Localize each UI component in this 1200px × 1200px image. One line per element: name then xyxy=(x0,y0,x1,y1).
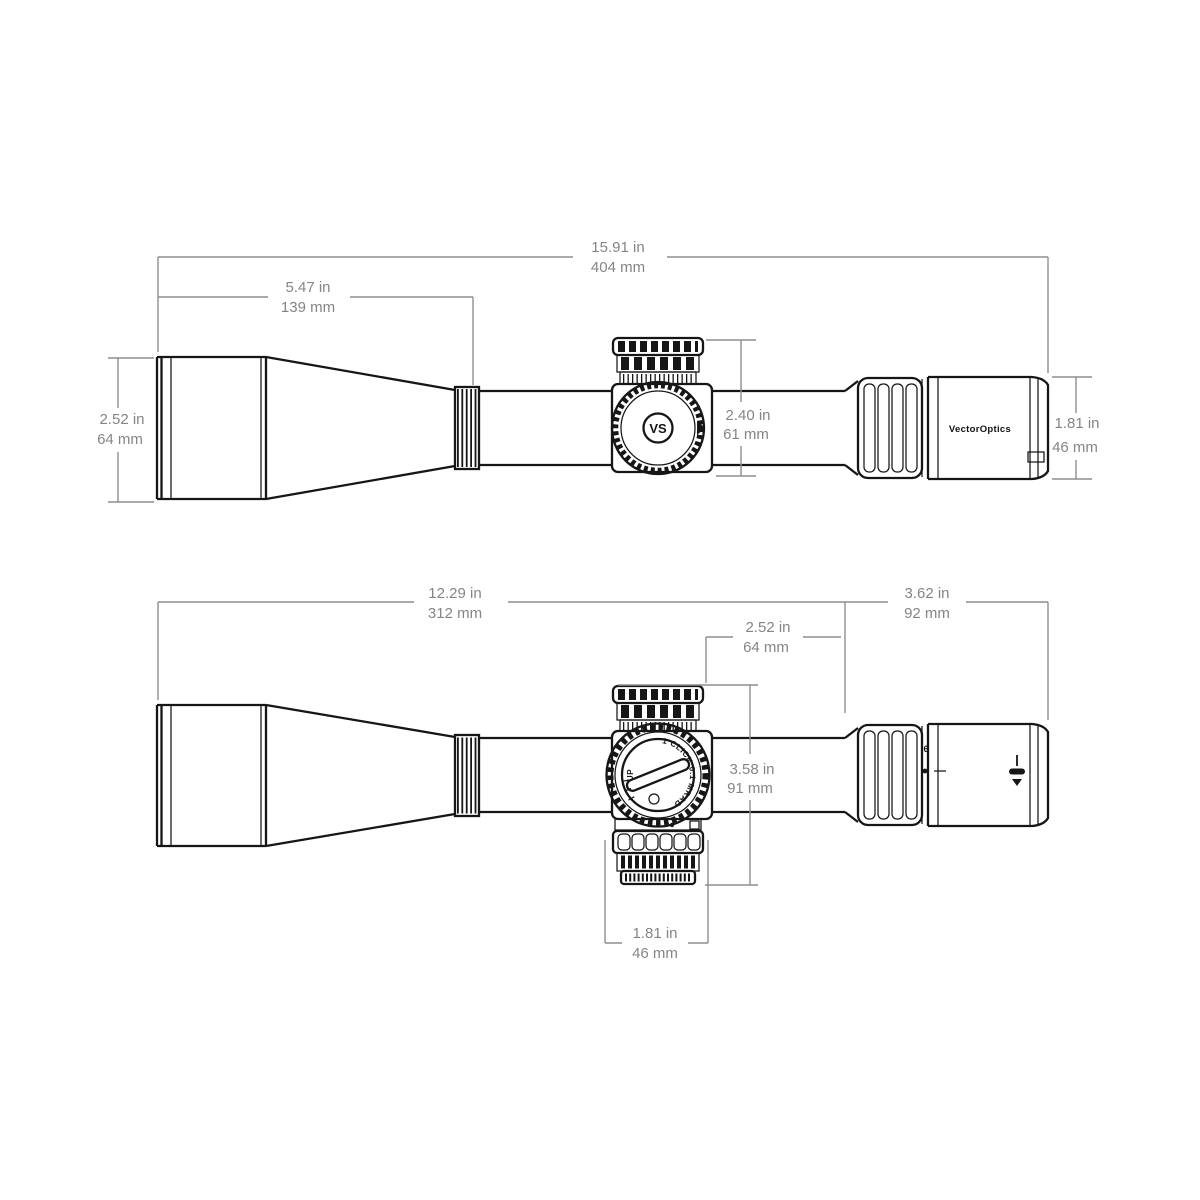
knurled-joint-ring xyxy=(453,385,481,471)
dim-rear-length-in: 3.62 in xyxy=(904,585,949,602)
windage-knob-face: VS xyxy=(610,380,706,476)
objective-bell xyxy=(155,355,456,501)
vs-logo-icon: VS xyxy=(642,412,674,444)
dial-slot xyxy=(625,758,691,792)
main-tube-rear-top xyxy=(712,736,845,814)
diopter-indicator-icon xyxy=(1009,755,1025,786)
side-view: VS VectorOptics 15.91 xyxy=(97,239,1100,503)
dim-front-length-top-mm: 312 mm xyxy=(428,605,482,622)
dim-front-length xyxy=(158,296,474,385)
eyepiece: VectorOptics xyxy=(928,375,1050,481)
elevation-turret-dial: 1 CLICK 0.1 MRAD UP xyxy=(605,722,711,828)
dim-turret-height xyxy=(706,339,756,477)
dim-eyepiece-diameter-in: 1.81 in xyxy=(1054,415,1099,432)
objective-bell-top xyxy=(155,703,456,848)
main-tube-front-top xyxy=(479,736,612,814)
svg-text:VS: VS xyxy=(649,421,667,436)
dim-rear-length-mm: 92 mm xyxy=(904,605,950,622)
dim-front-length-top xyxy=(157,601,846,713)
eyepiece-top: 6 xyxy=(922,722,1050,828)
dial-up-label: UP xyxy=(626,769,635,781)
top-view: 1 CLICK 0.1 MRAD UP xyxy=(155,585,1050,962)
main-tube-front xyxy=(479,389,612,467)
dim-saddle-length xyxy=(705,636,841,683)
dim-objective-diameter-mm: 64 mm xyxy=(97,431,143,448)
index-mark xyxy=(697,421,705,435)
main-tube-rear xyxy=(712,389,845,467)
dim-turret-span xyxy=(618,684,758,886)
dim-turret-height-in: 2.40 in xyxy=(725,407,770,424)
magnification-ring xyxy=(844,376,930,480)
turret-housing-top xyxy=(610,729,714,821)
diopter-tab xyxy=(1027,451,1045,463)
dim-turret-width-in: 1.81 in xyxy=(632,925,677,942)
windage-knob xyxy=(611,819,705,886)
parallax-knob xyxy=(611,684,705,731)
dim-objective-diameter xyxy=(108,357,154,503)
magnification-ring-top xyxy=(844,723,930,827)
knurled-joint-ring-top xyxy=(453,733,481,818)
dial-pin-hole xyxy=(648,793,660,805)
mag-index-dot xyxy=(922,768,928,774)
dim-rear-length xyxy=(845,601,1049,720)
dim-front-length-mm: 139 mm xyxy=(281,299,335,316)
dim-front-length-in: 5.47 in xyxy=(285,279,330,296)
dim-turret-span-mm: 91 mm xyxy=(727,780,773,797)
dim-saddle-length-in: 2.52 in xyxy=(745,619,790,636)
dim-overall-length-in: 15.91 in xyxy=(591,239,644,256)
dim-saddle-length-mm: 64 mm xyxy=(743,639,789,656)
dim-eyepiece-diameter xyxy=(1052,376,1092,480)
dim-turret-width-mm: 46 mm xyxy=(632,945,678,962)
dim-overall-length xyxy=(157,256,1049,373)
dim-turret-height-mm: 61 mm xyxy=(723,426,769,443)
elevation-turret xyxy=(611,336,705,384)
dim-turret-width xyxy=(604,840,709,944)
dim-eyepiece-diameter-mm: 46 mm xyxy=(1052,439,1098,456)
dim-front-length-top-in: 12.29 in xyxy=(428,585,481,602)
dim-turret-span-in: 3.58 in xyxy=(729,761,774,778)
brand-logo-text: VectorOptics xyxy=(949,424,1011,435)
dim-overall-length-mm: 404 mm xyxy=(591,259,645,276)
dim-objective-diameter-in: 2.52 in xyxy=(99,411,144,428)
mag-index-number: 6 xyxy=(923,744,928,754)
